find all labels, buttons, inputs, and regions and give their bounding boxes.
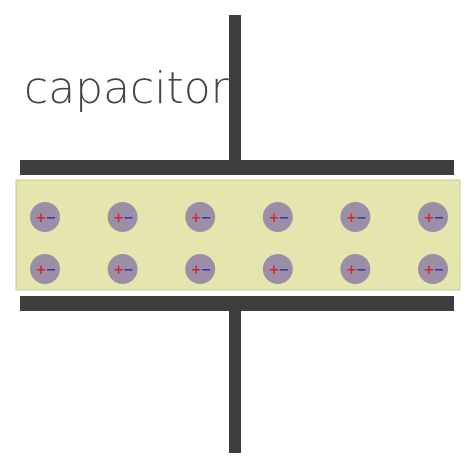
dielectric-slab bbox=[15, 179, 461, 291]
negative-charge-sign: − bbox=[123, 211, 134, 226]
positive-charge-sign: + bbox=[268, 211, 279, 226]
molecule-circle bbox=[107, 202, 138, 232]
molecule-circle bbox=[340, 202, 371, 232]
molecule-circle bbox=[185, 254, 216, 284]
positive-charge-sign: + bbox=[424, 211, 435, 226]
negative-charge-sign: − bbox=[278, 211, 289, 226]
dipole-molecule: +− bbox=[340, 202, 371, 232]
positive-charge-sign: + bbox=[346, 211, 357, 226]
bottom-plate bbox=[20, 296, 454, 311]
negative-charge-sign: − bbox=[46, 211, 57, 226]
negative-charge-sign: − bbox=[356, 211, 367, 226]
dipole-molecule: +− bbox=[262, 254, 293, 284]
negative-charge-sign: − bbox=[46, 263, 57, 278]
positive-charge-sign: + bbox=[113, 263, 124, 278]
negative-charge-sign: − bbox=[434, 211, 445, 226]
dipole-molecule: +− bbox=[262, 202, 293, 232]
negative-charge-sign: − bbox=[356, 263, 367, 278]
negative-charge-sign: − bbox=[201, 211, 212, 226]
positive-charge-sign: + bbox=[424, 263, 435, 278]
positive-charge-sign: + bbox=[268, 263, 279, 278]
negative-charge-sign: − bbox=[278, 263, 289, 278]
negative-charge-sign: − bbox=[201, 263, 212, 278]
dipole-molecule: +− bbox=[418, 254, 448, 284]
positive-charge-sign: + bbox=[113, 211, 124, 226]
molecule-circle bbox=[30, 202, 60, 232]
top-lead-wire bbox=[229, 15, 241, 167]
bottom-lead-wire bbox=[229, 305, 241, 453]
dipole-molecule: +− bbox=[418, 202, 448, 232]
dipole-molecule: +− bbox=[185, 202, 216, 232]
molecule-circle bbox=[107, 254, 138, 284]
positive-charge-sign: + bbox=[191, 263, 202, 278]
molecule-circle bbox=[418, 254, 448, 284]
negative-charge-sign: − bbox=[123, 263, 134, 278]
molecule-circle bbox=[262, 202, 293, 232]
molecule-circle bbox=[340, 254, 371, 284]
molecule-circle bbox=[30, 254, 60, 284]
molecule-circle bbox=[185, 202, 216, 232]
diagram-title: capacitor bbox=[24, 63, 230, 114]
positive-charge-sign: + bbox=[36, 263, 47, 278]
dipole-molecules: +−+−+−+−+−+−+−+−+−+−+−+− bbox=[30, 202, 448, 284]
positive-charge-sign: + bbox=[36, 211, 47, 226]
molecule-circle bbox=[262, 254, 293, 284]
dipole-molecule: +− bbox=[185, 254, 216, 284]
positive-charge-sign: + bbox=[191, 211, 202, 226]
negative-charge-sign: − bbox=[434, 263, 445, 278]
top-plate bbox=[20, 160, 454, 175]
dipole-molecule: +− bbox=[30, 202, 60, 232]
molecule-circle bbox=[418, 202, 448, 232]
positive-charge-sign: + bbox=[346, 263, 357, 278]
dipole-molecule: +− bbox=[107, 202, 138, 232]
dipole-molecule: +− bbox=[340, 254, 371, 284]
dipole-molecule: +− bbox=[30, 254, 60, 284]
dipole-molecule: +− bbox=[107, 254, 138, 284]
